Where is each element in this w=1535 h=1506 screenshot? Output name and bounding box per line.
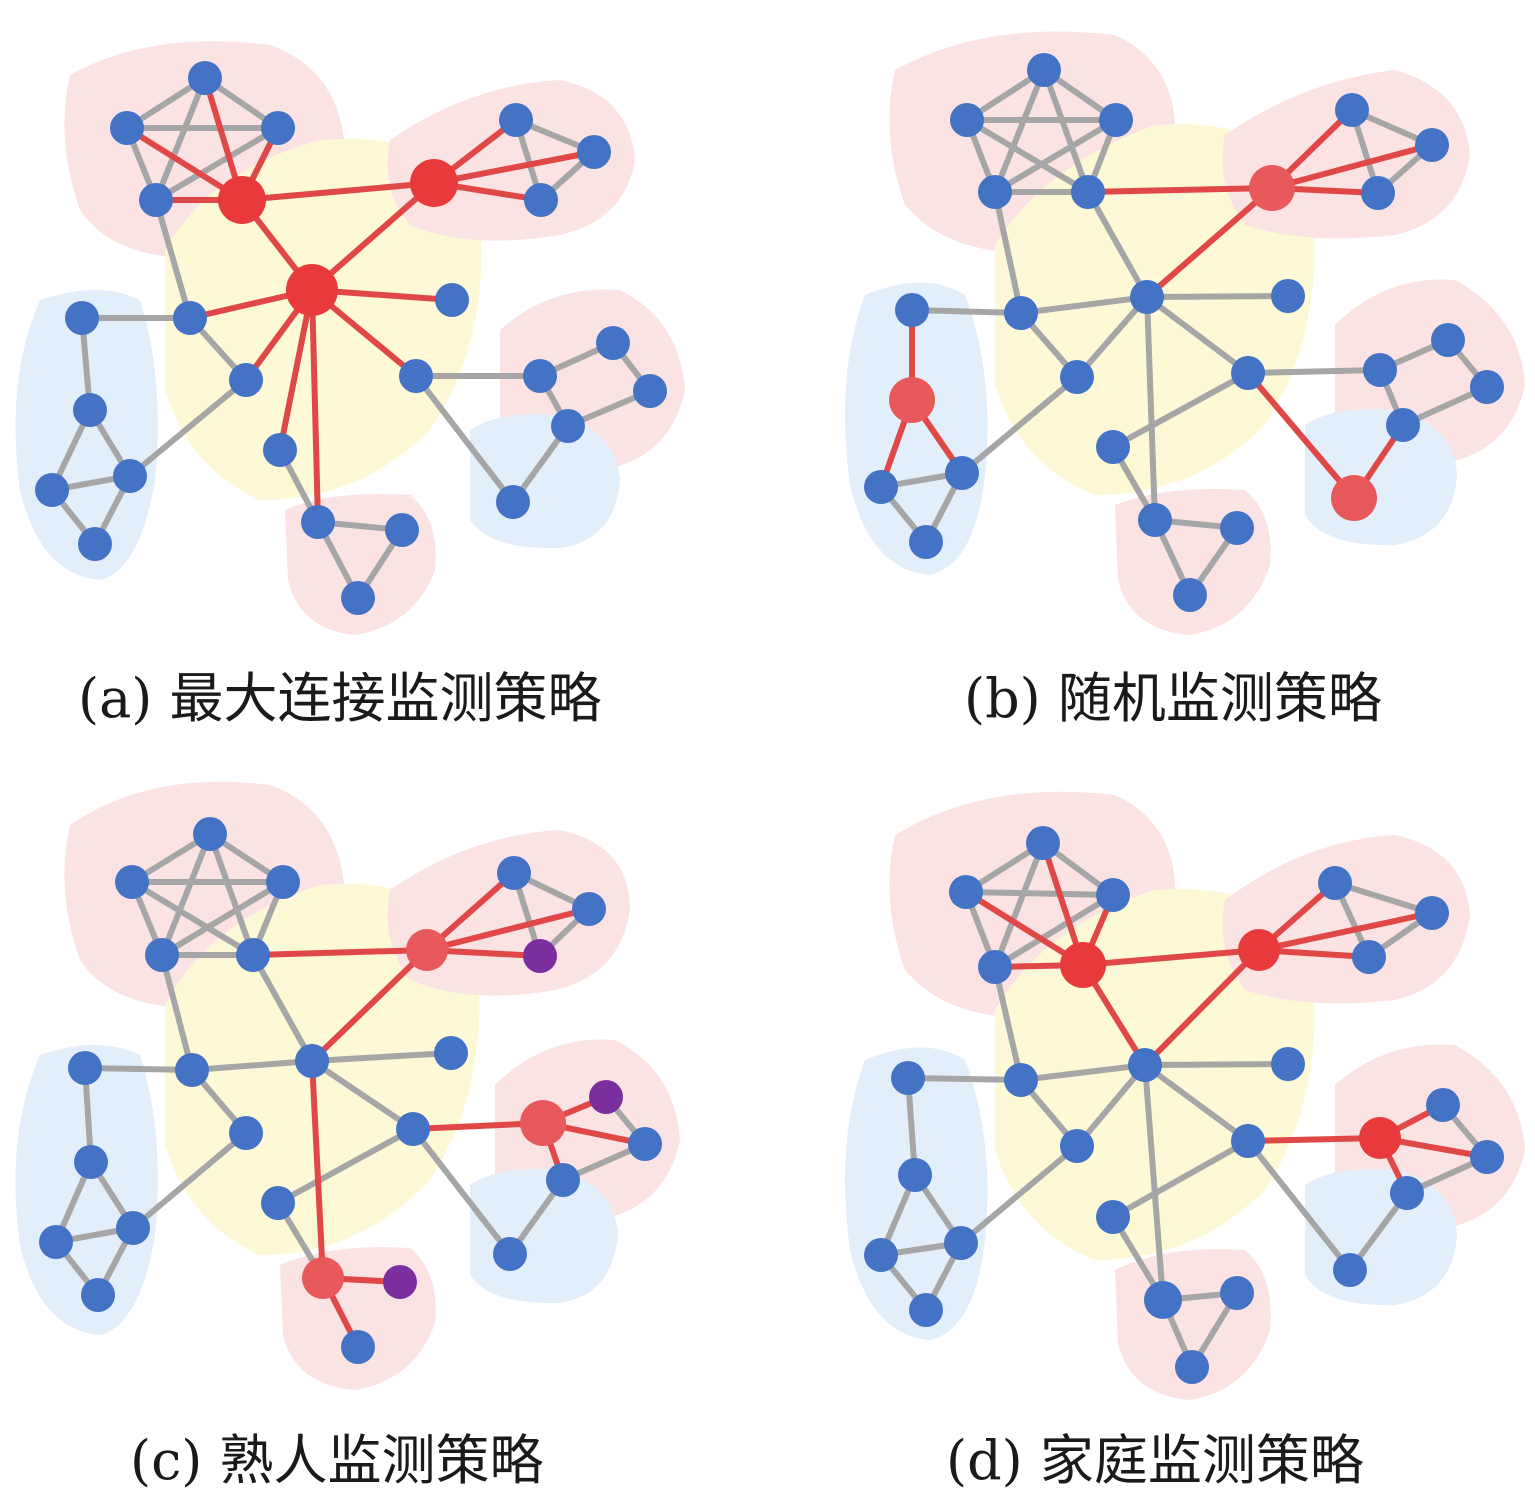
region-blue-right: [470, 414, 620, 549]
nodes-monitored: [302, 929, 566, 1299]
panel-d: [845, 791, 1525, 1400]
caption-a: (a) 最大连接监测策略: [78, 667, 602, 730]
nodes-default: [35, 61, 667, 615]
nodes-monitored: [889, 165, 1377, 521]
nodes-default: [39, 817, 662, 1364]
region-blue-right: [470, 1169, 618, 1304]
nodes-default: [864, 53, 1504, 612]
panel-c: [15, 781, 680, 1390]
region-yellow-center: [165, 139, 482, 500]
panel-b: [845, 31, 1525, 635]
region-red-bottom: [280, 1247, 436, 1390]
region-red-top-right: [387, 830, 630, 996]
caption-c: (c) 熟人监测策略: [130, 1429, 544, 1492]
region-blue-right: [1305, 409, 1457, 546]
nodes-acquaintance: [383, 939, 623, 1299]
region-red-bottom: [1115, 489, 1271, 635]
nodes-monitored: [1060, 929, 1401, 1159]
caption-d: (d) 家庭监测策略: [946, 1429, 1364, 1492]
nodes-monitored: [218, 159, 458, 316]
nodes-default: [864, 826, 1504, 1384]
region-blue-left: [15, 290, 158, 580]
panel-a: [15, 41, 685, 635]
caption-b: (b) 随机监测策略: [964, 667, 1382, 730]
region-blue-right: [1305, 1169, 1457, 1306]
region-blue-left: [15, 1045, 158, 1335]
region-red-top-right: [1222, 835, 1470, 1004]
